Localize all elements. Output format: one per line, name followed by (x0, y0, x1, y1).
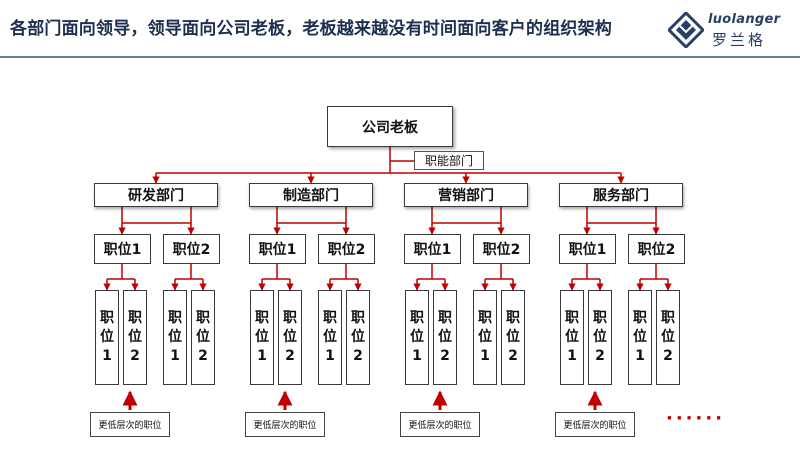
sub-position-char: 2 (663, 347, 673, 364)
sub-position-char: 职 (255, 310, 269, 327)
logo-chinese-name: 罗兰格 (712, 31, 767, 49)
header-divider (0, 56, 800, 58)
sub-position-char: 位 (565, 329, 579, 346)
sub-position-char: 2 (285, 347, 295, 364)
sub-position-char: 职 (283, 310, 297, 327)
sub-position-char: 位 (351, 329, 365, 346)
sub-position-char: 位 (410, 329, 424, 346)
lower-level-position-node: 更低层次的职位 (555, 412, 635, 437)
sub-position-char: 位 (438, 329, 452, 346)
sub-position-char: 职 (506, 310, 520, 327)
sub-position-char: 职 (438, 310, 452, 327)
sub-position-char: 2 (508, 347, 518, 364)
sub-position-char: 2 (353, 347, 363, 364)
sub-position-char: 1 (170, 347, 180, 364)
sub-position-char: 1 (257, 347, 267, 364)
position-node: 职位2 (473, 234, 530, 264)
sub-position-char: 2 (595, 347, 605, 364)
sub-position-char: 位 (168, 329, 182, 346)
brand-logo: luolanger 罗兰格 (668, 10, 794, 50)
page-title: 各部门面向领导，领导面向公司老板，老板越来越没有时间面向客户的组织架构 (10, 19, 612, 39)
ellipsis-more: ······ (666, 408, 726, 429)
position-node: 职位2 (318, 234, 375, 264)
position-node: 职位1 (94, 234, 151, 264)
functional-department-node: 职能部门 (414, 151, 484, 170)
sub-position-char: 职 (196, 310, 210, 327)
department-node: 制造部门 (249, 183, 373, 207)
logo-mark-icon (668, 12, 704, 48)
sub-position-char: 职 (100, 310, 114, 327)
lower-level-position-node: 更低层次的职位 (245, 412, 325, 437)
sub-position-char: 1 (567, 347, 577, 364)
position-node: 职位1 (249, 234, 306, 264)
sub-position-char: 位 (478, 329, 492, 346)
sub-position-char: 位 (506, 329, 520, 346)
sub-position-char: 职 (478, 310, 492, 327)
sub-position-char: 2 (440, 347, 450, 364)
sub-position-char: 2 (198, 347, 208, 364)
position-node: 职位1 (559, 234, 616, 264)
department-node: 服务部门 (559, 183, 683, 207)
sub-position-char: 1 (412, 347, 422, 364)
department-node: 营销部门 (404, 183, 528, 207)
sub-position-char: 1 (480, 347, 490, 364)
department-node: 研发部门 (94, 183, 218, 207)
sub-position-char: 位 (593, 329, 607, 346)
sub-position-char: 1 (102, 347, 112, 364)
sub-position-char: 职 (593, 310, 607, 327)
position-node: 职位2 (163, 234, 220, 264)
lower-level-position-node: 更低层次的职位 (400, 412, 480, 437)
sub-position-char: 位 (255, 329, 269, 346)
sub-position-char: 2 (130, 347, 140, 364)
sub-position-char: 1 (325, 347, 335, 364)
lower-level-position-node: 更低层次的职位 (90, 412, 170, 437)
sub-position-char: 位 (661, 329, 675, 346)
sub-position-char: 位 (100, 329, 114, 346)
sub-position-char: 职 (410, 310, 424, 327)
sub-position-char: 位 (196, 329, 210, 346)
sub-position-char: 职 (565, 310, 579, 327)
sub-position-char: 职 (633, 310, 647, 327)
boss-node: 公司老板 (327, 106, 453, 147)
sub-position-char: 位 (323, 329, 337, 346)
sub-position-char: 职 (323, 310, 337, 327)
sub-position-char: 位 (283, 329, 297, 346)
sub-position-char: 位 (128, 329, 142, 346)
sub-position-char: 职 (168, 310, 182, 327)
sub-position-char: 位 (633, 329, 647, 346)
sub-position-char: 职 (351, 310, 365, 327)
position-node: 职位1 (404, 234, 461, 264)
sub-position-char: 职 (128, 310, 142, 327)
sub-position-char: 职 (661, 310, 675, 327)
sub-position-char: 1 (635, 347, 645, 364)
position-node: 职位2 (628, 234, 685, 264)
logo-wordmark: luolanger (708, 12, 781, 27)
